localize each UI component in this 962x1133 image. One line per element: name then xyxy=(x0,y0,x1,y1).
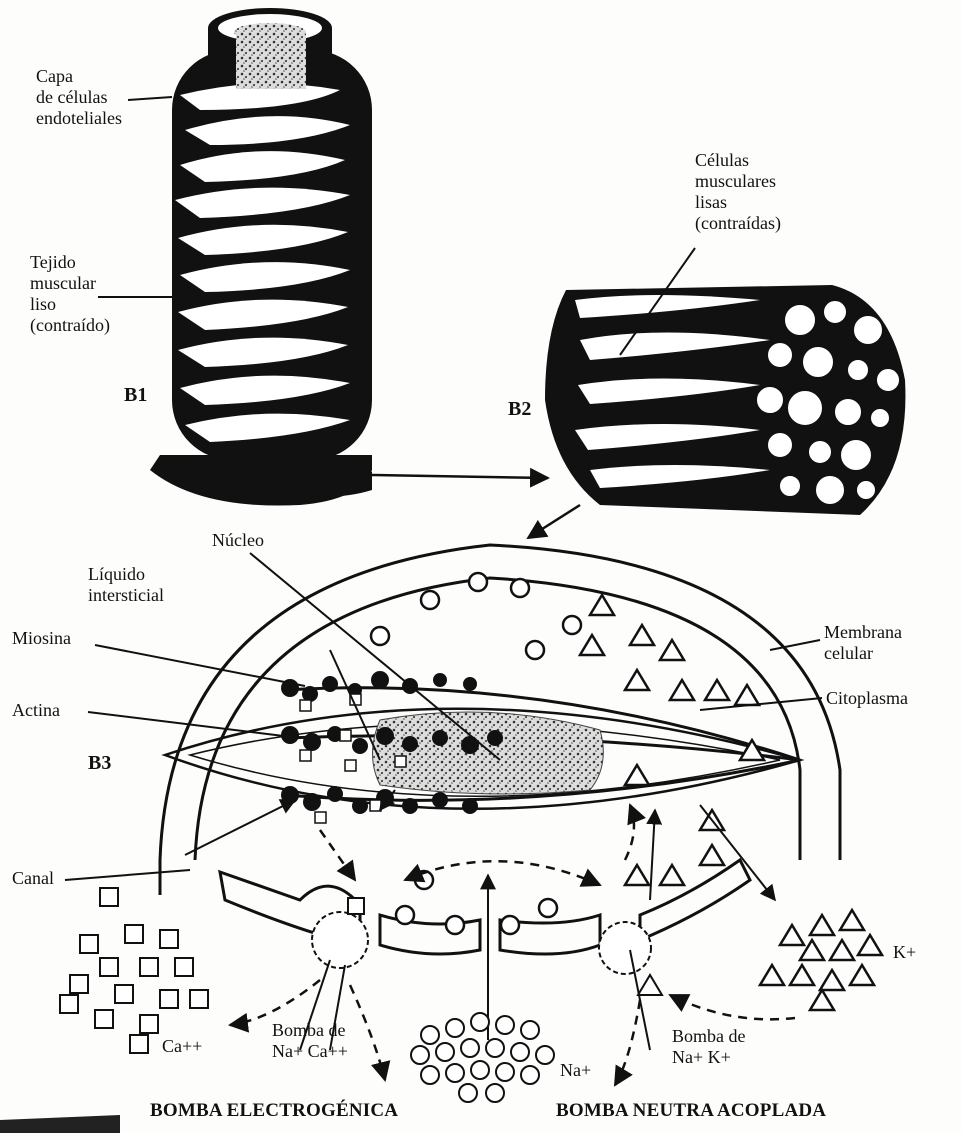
label-na-ca-pump: Bomba de Na+ Ca++ xyxy=(272,1020,348,1062)
label-interstitial-fluid: Líquido intersticial xyxy=(88,564,164,606)
label-b3: B3 xyxy=(88,752,111,774)
label-endothelial-layer: Capa de células endoteliales xyxy=(36,66,122,129)
label-cell-membrane: Membrana celular xyxy=(824,622,902,664)
label-na-k-pump: Bomba de Na+ K+ xyxy=(672,1026,746,1068)
label-smooth-muscle-cells: Células musculares lisas (contraídas) xyxy=(695,150,781,234)
label-electrogenic-pump: BOMBA ELECTROGÉNICA xyxy=(150,1100,398,1122)
label-k-ion: K+ xyxy=(893,942,916,963)
label-ca-ion: Ca++ xyxy=(162,1036,202,1057)
na-spheres xyxy=(411,1013,554,1102)
label-coupled-neutral-pump: BOMBA NEUTRA ACOPLADA xyxy=(556,1100,826,1122)
vessel-coil-b1 xyxy=(150,8,372,506)
label-smooth-muscle-tissue: Tejido muscular liso (contraído) xyxy=(30,252,110,336)
label-b1: B1 xyxy=(124,384,147,406)
ca-cubes xyxy=(60,888,208,1053)
k-triangles xyxy=(760,910,882,1010)
muscle-bundle-b2 xyxy=(545,285,905,515)
label-myosin: Miosina xyxy=(12,628,71,649)
label-b2: B2 xyxy=(508,398,531,420)
label-na-ion: Na+ xyxy=(560,1060,591,1081)
label-channel: Canal xyxy=(12,868,54,889)
label-actin: Actina xyxy=(12,700,60,721)
label-nucleus: Núcleo xyxy=(212,530,264,551)
label-cytoplasm: Citoplasma xyxy=(826,688,908,709)
